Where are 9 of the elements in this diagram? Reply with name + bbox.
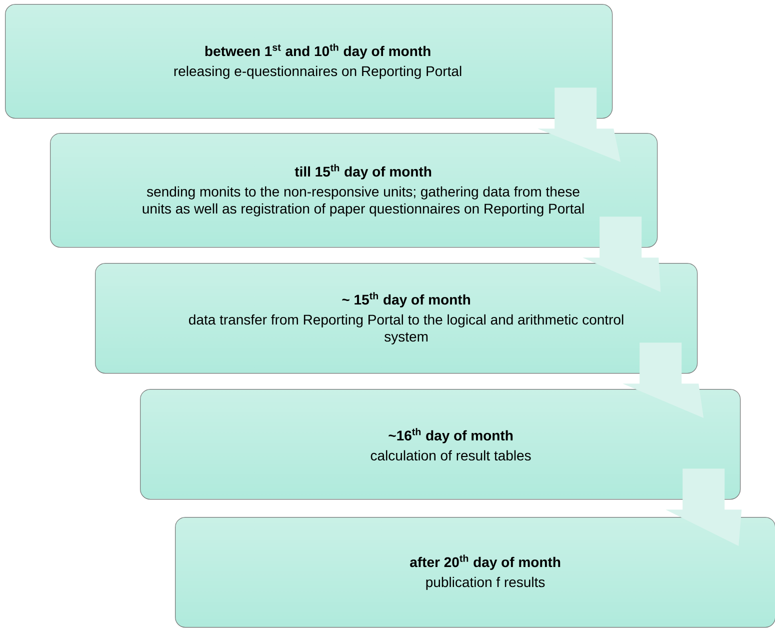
process-box: ~16$^{th}$ day of month calculation of result tables [140, 389, 741, 500]
process-box: ~ 15$^{th}$ day of month data transfer from Reporting Portal to the logical and arithmetic control system [95, 263, 698, 374]
process-box: between 1$^{st}$ and 10$^{th}$ day of month releasing e-questionnaires on Reporting Portal [5, 4, 613, 119]
block-arrow [538, 88, 621, 162]
block-arrow [622, 342, 704, 418]
block-arrow [582, 216, 661, 292]
process-box: after 20$^{th}$ day of month publication f results [175, 517, 775, 628]
process-box: till 15$^{th}$ day of month sending monits to the non-responsive units; gathering data from these units as well as registration of paper questionnaires on Reporting Portal [50, 133, 658, 248]
block-arrow [666, 468, 742, 546]
